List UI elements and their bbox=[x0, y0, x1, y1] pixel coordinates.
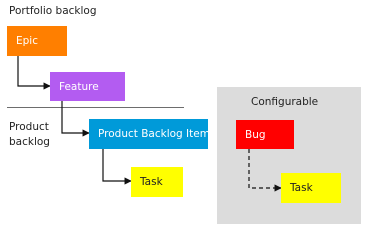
configurable-label: Configurable bbox=[251, 96, 319, 108]
task-box: Task bbox=[131, 167, 183, 197]
epic-label: Epic bbox=[16, 35, 38, 47]
feature-label: Feature bbox=[59, 80, 99, 93]
epic-to-feature-link bbox=[17, 56, 51, 90]
bug-task-label: Task bbox=[290, 182, 313, 194]
backlog-divider bbox=[7, 107, 184, 108]
bug-to-task-link bbox=[248, 149, 282, 192]
pbi-to-task-link bbox=[102, 149, 132, 185]
epic-box: Epic bbox=[7, 26, 67, 56]
product-backlog-label-line2: backlog bbox=[9, 136, 50, 148]
feature-box: Feature bbox=[50, 72, 125, 101]
product-backlog-label-line1: Product bbox=[9, 121, 49, 133]
bug-box: Bug bbox=[236, 120, 294, 149]
bug-task-box: Task bbox=[281, 173, 341, 203]
connector-lines bbox=[17, 56, 282, 192]
bug-label: Bug bbox=[245, 128, 266, 141]
task-label: Task bbox=[140, 176, 163, 188]
product-backlog-item-label: Product Backlog Item bbox=[98, 128, 210, 140]
feature-to-pbi-link bbox=[61, 101, 90, 137]
product-backlog-item-box: Product Backlog Item bbox=[89, 119, 210, 149]
portfolio-backlog-label: Portfolio backlog bbox=[9, 5, 97, 17]
